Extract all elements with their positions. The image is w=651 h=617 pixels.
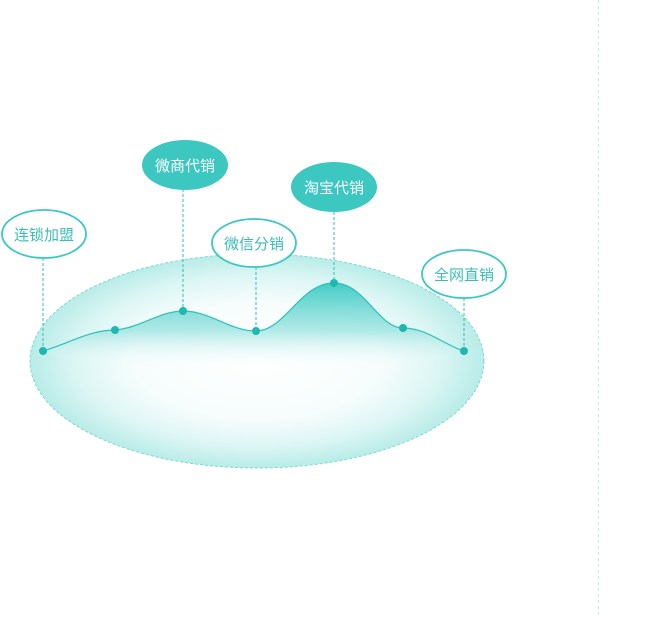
- node-dot-1: [39, 347, 47, 355]
- node-dot-mid-2: [399, 324, 407, 332]
- node-dot-mid-1: [111, 326, 119, 334]
- channel-label-text-1: 连锁加盟: [14, 226, 74, 244]
- node-dot-4: [330, 279, 338, 287]
- channel-label-5: 全网直销: [421, 249, 507, 299]
- channel-label-text-5: 全网直销: [434, 266, 494, 284]
- node-dot-3: [252, 327, 260, 335]
- channel-label-text-3: 微信分销: [224, 235, 284, 253]
- mountain-area: [43, 283, 463, 369]
- channel-label-2: 微商代销: [142, 140, 228, 190]
- channel-label-4: 淘宝代销: [291, 162, 377, 212]
- channel-label-text-4: 淘宝代销: [304, 179, 364, 197]
- channel-label-text-2: 微商代销: [155, 157, 215, 175]
- node-dot-2: [179, 307, 187, 315]
- channel-label-3: 微信分销: [211, 218, 297, 268]
- node-dot-5: [460, 347, 468, 355]
- channel-label-1: 连锁加盟: [1, 209, 87, 259]
